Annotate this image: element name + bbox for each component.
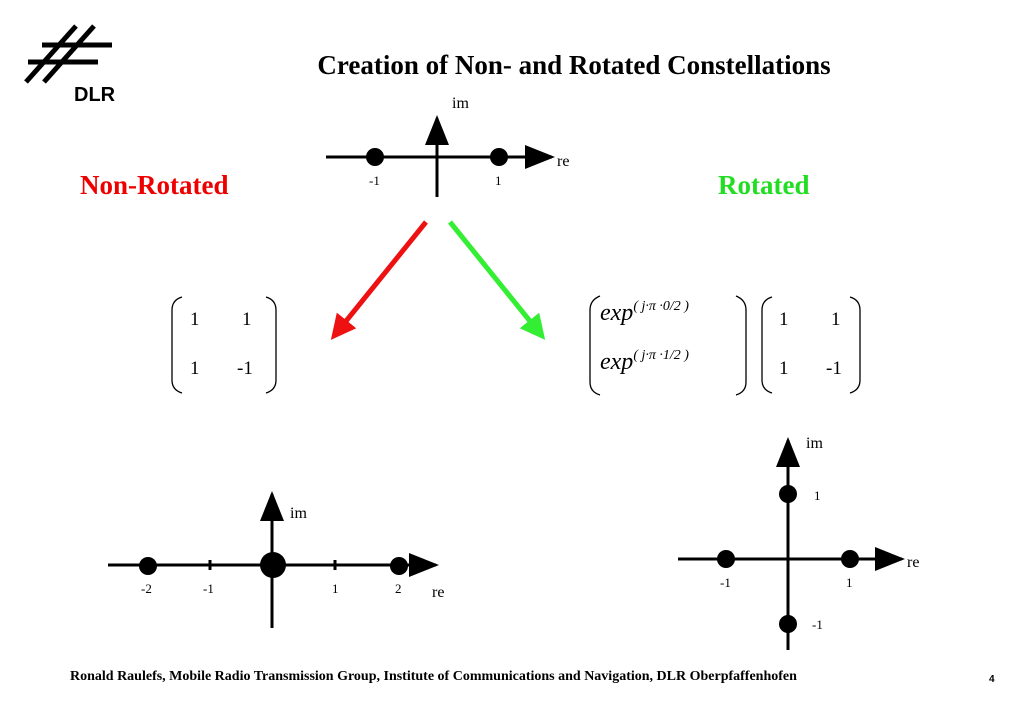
bl-point-pos2	[390, 557, 408, 575]
top-constellation	[326, 115, 555, 197]
br-tick-x-pos1: 1	[846, 575, 853, 590]
nr-matrix-r1c2: 1	[242, 309, 252, 330]
non-rotated-label: Non-Rotated	[80, 170, 229, 200]
bl-im-label: im	[290, 505, 307, 522]
br-point-negj	[779, 615, 797, 633]
br-point-neg1	[717, 550, 735, 568]
r-matrix-r1c2: 1	[831, 309, 841, 330]
non-rotated-matrix-brackets	[171, 296, 277, 394]
br-point-pos1	[841, 550, 859, 568]
r-matrix-r1c1: 1	[779, 309, 789, 330]
bl-point-neg2	[139, 557, 157, 575]
bl-tick-neg1: -1	[203, 581, 214, 596]
exp-term-2-base: exp	[600, 349, 634, 375]
bl-tick-neg2: -2	[141, 581, 152, 596]
footer-credits: Ronald Raulefs, Mobile Radio Transmissio…	[70, 669, 797, 684]
bottom-right-constellation	[678, 437, 905, 650]
top-tick-pos1: 1	[495, 173, 502, 188]
nr-matrix-r2c2: -1	[237, 358, 253, 379]
exp-term-2: exp( j·π ·1/2 )	[600, 348, 689, 376]
bl-point-origin	[260, 552, 286, 578]
br-point-j	[779, 485, 797, 503]
rotated-matrix-brackets	[761, 296, 861, 394]
bl-re-label: re	[432, 584, 445, 601]
page-title: Creation of Non- and Rotated Constellati…	[317, 50, 831, 80]
top-point-pos1	[490, 148, 508, 166]
br-re-label: re	[907, 554, 920, 571]
br-tick-x-neg1: -1	[720, 575, 731, 590]
br-im-label: im	[806, 435, 823, 452]
rotated-label: Rotated	[718, 170, 810, 200]
bl-tick-pos2: 2	[395, 581, 402, 596]
top-tick-neg1: -1	[369, 173, 380, 188]
br-tick-y-pos1: 1	[814, 488, 821, 503]
dlr-logo-text: DLR	[74, 84, 116, 106]
br-tick-y-neg1: -1	[812, 617, 823, 632]
exp-vector-brackets	[589, 295, 747, 396]
top-point-neg1	[366, 148, 384, 166]
red-arrow	[330, 220, 428, 340]
top-im-label: im	[452, 95, 469, 112]
r-matrix-r2c1: 1	[779, 358, 789, 379]
bl-tick-pos1: 1	[332, 581, 339, 596]
top-re-label: re	[557, 153, 570, 170]
bottom-left-constellation	[108, 491, 439, 628]
exp-term-1-base: exp	[600, 300, 634, 326]
page-number: 4	[989, 674, 995, 685]
exp-term-1: exp( j·π ·0/2 )	[600, 299, 689, 327]
dlr-logo-icon	[24, 24, 112, 84]
exp-term-2-exponent: ( j·π ·1/2 )	[633, 348, 689, 363]
exp-term-1-exponent: ( j·π ·0/2 )	[633, 299, 689, 314]
nr-matrix-r2c1: 1	[190, 358, 200, 379]
green-arrow	[448, 220, 546, 340]
nr-matrix-r1c1: 1	[190, 309, 200, 330]
r-matrix-r2c2: -1	[826, 358, 842, 379]
